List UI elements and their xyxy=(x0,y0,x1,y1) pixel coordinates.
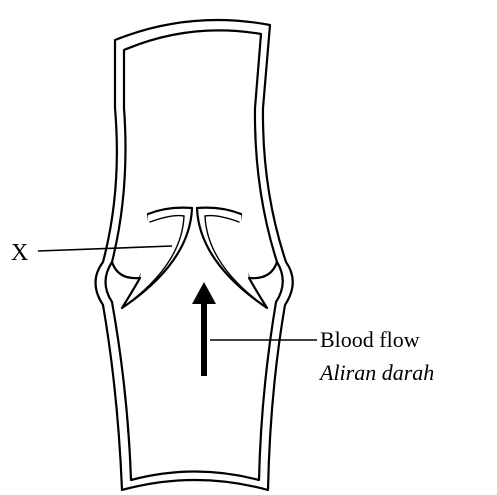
vein-wall-inner xyxy=(106,30,283,480)
blood-flow-label: Blood flow xyxy=(320,327,420,352)
label-x: X xyxy=(11,240,28,266)
blood-flow-label-malay: Aliran darah xyxy=(318,360,434,385)
